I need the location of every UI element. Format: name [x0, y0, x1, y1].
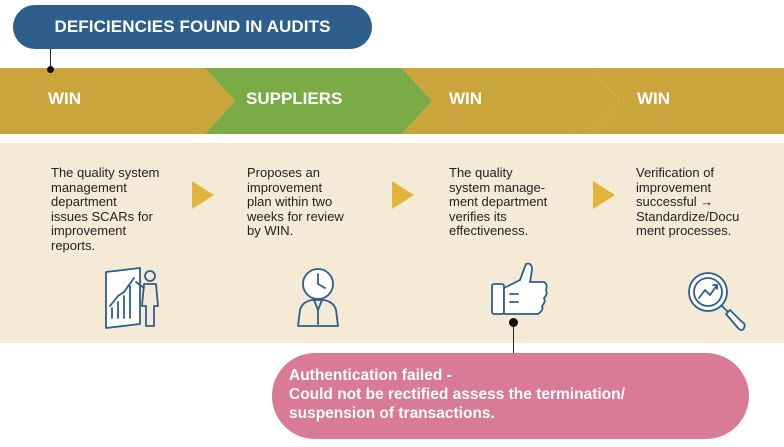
step-3-line: ment department	[449, 194, 548, 209]
step-3-line: verifies its	[449, 208, 507, 224]
title-connector-line	[50, 49, 51, 71]
step-2-line: by WIN.	[247, 223, 294, 238]
process-chevron-bar	[0, 68, 784, 134]
step-2-line: improvement	[247, 179, 323, 195]
step-3-line: effectiveness.	[449, 223, 529, 238]
step-4-line: Standardize/Docu	[636, 208, 740, 224]
step-4-line: successful →	[636, 194, 714, 209]
thumbs-up-icon	[491, 262, 548, 315]
title-banner: DEFICIENCIES FOUND IN AUDITS	[13, 5, 372, 49]
step-1-line: issues SCARs for	[51, 208, 153, 224]
stage-chevron-1	[0, 68, 235, 134]
step-1-line: The quality system	[51, 165, 160, 180]
result-line-1: Authentication failed -	[289, 367, 452, 384]
step-1-line: department	[51, 194, 117, 209]
step-1-line: improvement	[51, 223, 127, 238]
title-text: DEFICIENCIES FOUND IN AUDITS	[54, 17, 331, 36]
step-1-line: management	[51, 179, 127, 195]
step-arrow-3	[593, 181, 615, 209]
step-2-line: Proposes an	[247, 165, 320, 180]
failure-outcome-banner: Authentication failed - Could not be rec…	[272, 353, 749, 439]
magnifier-growth-icon	[688, 272, 746, 331]
step-arrow-2	[392, 181, 414, 209]
stage-chevron-3	[402, 68, 620, 134]
result-connector-dot	[509, 318, 518, 327]
step-3-line: system manage-	[449, 179, 546, 195]
step-4-line: improvement	[636, 179, 712, 195]
stage-chevron-2	[205, 68, 432, 134]
step-4-line: Verification of	[636, 165, 715, 180]
stage-label-4: WIN	[637, 89, 671, 108]
step-text-1: The quality system management department…	[51, 165, 160, 253]
stage-chevron-4	[590, 68, 784, 134]
presentation-chart-icon	[105, 267, 159, 329]
step-1-line: reports.	[51, 237, 96, 253]
step-text-4: Verification of improvement successful →…	[636, 165, 740, 239]
step-text-2: Proposes an improvement plan within two …	[247, 165, 344, 239]
stage-label-2: SUPPLIERS	[246, 89, 343, 108]
step-2-line: plan within two	[247, 194, 333, 209]
step-3-line: The quality	[449, 165, 513, 180]
step-arrow-1	[192, 181, 214, 209]
title-connector-dot	[47, 66, 54, 73]
clock-person-icon	[297, 268, 339, 327]
result-connector-line	[513, 322, 514, 356]
step-4-line: ment processes.	[636, 223, 732, 238]
stage-label-3: WIN	[449, 89, 483, 108]
step-text-3: The quality system manage- ment departme…	[449, 165, 548, 239]
result-line-3: suspension of transactions.	[289, 405, 495, 422]
result-line-2: Could not be rectified assess the termin…	[289, 386, 625, 403]
stage-label-1: WIN	[48, 89, 82, 108]
step-2-line: weeks for review	[247, 208, 344, 224]
